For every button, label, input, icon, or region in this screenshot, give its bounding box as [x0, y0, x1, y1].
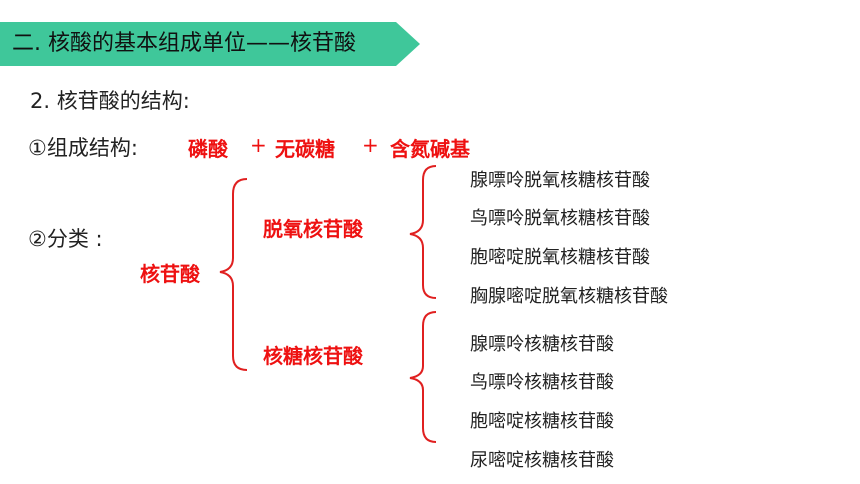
- list-item: 腺嘌呤脱氧核糖核苷酸: [470, 170, 650, 191]
- brace-main: [219, 178, 248, 371]
- composition-part-base: 含氮碱基: [390, 137, 470, 161]
- group-deoxy-name: 脱氧核苷酸: [263, 217, 363, 241]
- list-item: 胸腺嘧啶脱氧核糖核苷酸: [470, 286, 668, 307]
- list-item: 腺嘌呤核糖核苷酸: [470, 334, 614, 355]
- group-ribo-name: 核糖核苷酸: [263, 344, 363, 368]
- section-subtitle: 2. 核苷酸的结构:: [30, 89, 190, 113]
- list-item: 胞嘧啶脱氧核糖核苷酸: [470, 247, 650, 268]
- title-banner: 二. 核酸的基本组成单位——核苷酸: [0, 22, 420, 66]
- brace-ribo: [409, 311, 437, 443]
- list-item: 尿嘧啶核糖核苷酸: [470, 450, 614, 471]
- page-title: 二. 核酸的基本组成单位——核苷酸: [12, 31, 356, 56]
- plus-sign: +: [362, 133, 379, 157]
- list-item: 胞嘧啶核糖核苷酸: [470, 411, 614, 432]
- plus-sign: +: [250, 133, 267, 157]
- classification-root: 核苷酸: [140, 262, 200, 286]
- list-item: 鸟嘌呤核糖核苷酸: [470, 372, 614, 393]
- classification-label: ②分类 :: [28, 227, 103, 251]
- composition-part-phosphate: 磷酸: [188, 137, 228, 161]
- composition-label: ①组成结构:: [28, 136, 138, 160]
- composition-part-sugar: 无碳糖: [275, 137, 335, 161]
- brace-deoxy: [409, 165, 437, 299]
- list-item: 鸟嘌呤脱氧核糖核苷酸: [470, 208, 650, 229]
